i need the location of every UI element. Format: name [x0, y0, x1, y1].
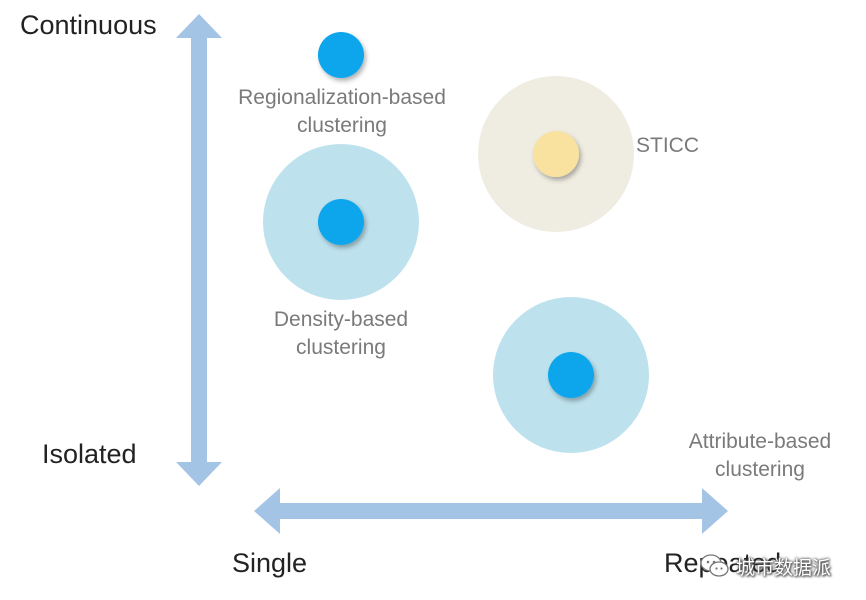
attribute-label: Attribute-based clustering — [672, 428, 848, 484]
sticc-label-line1: STICC — [636, 134, 699, 157]
sticc-dot — [533, 131, 579, 177]
regionalization-dot — [318, 32, 364, 78]
axis-label-isolated: Isolated — [42, 439, 137, 469]
regionalization-label: Regionalization-based clustering — [222, 84, 462, 140]
watermark-text: 城市数据派 — [736, 556, 832, 579]
regionalization-label-line1: Regionalization-based — [238, 86, 446, 109]
attribute-label-line2: clustering — [715, 458, 805, 481]
vertical-axis-arrow — [176, 14, 222, 486]
attribute-label-line1: Attribute-based — [688, 430, 832, 453]
axis-label-continuous: Continuous — [20, 10, 157, 40]
sticc-label: STICC — [636, 132, 699, 160]
regionalization-label-line2: clustering — [297, 114, 387, 137]
wechat-icon — [700, 554, 729, 577]
horizontal-axis-arrow — [254, 488, 728, 534]
density-label: Density-based clustering — [241, 306, 441, 362]
watermark: 城市数据派 — [700, 548, 831, 584]
density-dot — [318, 199, 364, 245]
attribute-dot — [548, 352, 594, 398]
density-label-line2: clustering — [296, 336, 386, 359]
axis-label-single: Single — [232, 548, 308, 578]
density-label-line1: Density-based — [273, 308, 409, 331]
